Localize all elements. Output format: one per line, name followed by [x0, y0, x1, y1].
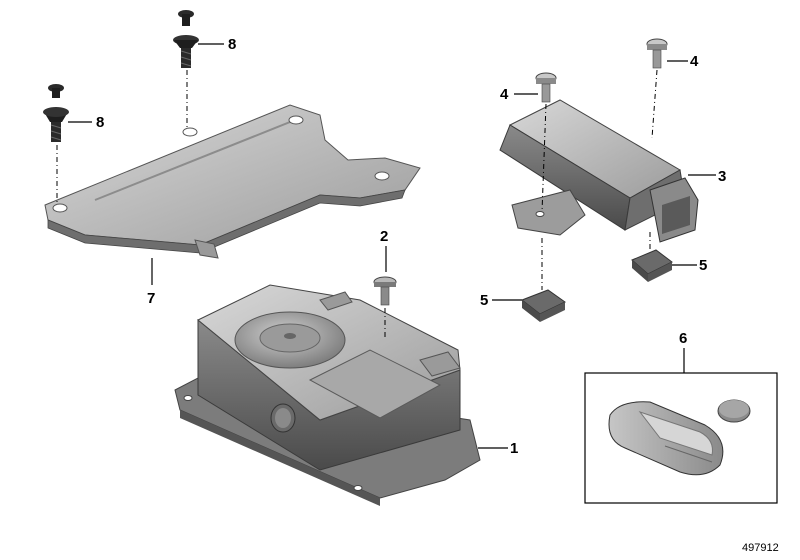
part-label-4-right: 4: [690, 53, 699, 70]
clip-nut-left: [520, 289, 566, 322]
clip-nut-right: [631, 249, 673, 282]
part-label-5-right: 5: [699, 257, 707, 274]
rivet-left: [43, 84, 69, 142]
diagram-reference-number: 497912: [742, 542, 779, 554]
part-label-3: 3: [718, 168, 726, 185]
part-label-1: 1: [510, 440, 518, 457]
part-label-2: 2: [380, 228, 388, 245]
screw-part-4-left: [535, 72, 557, 103]
screw-part-2: [373, 276, 397, 306]
control-unit: [499, 99, 699, 243]
bracket: [44, 104, 421, 259]
part-label-6: 6: [679, 330, 687, 347]
rivet-right: [173, 10, 199, 68]
part-label-8-right: 8: [228, 36, 236, 53]
part-label-7: 7: [147, 290, 155, 307]
part-label-8-left: 8: [96, 114, 104, 131]
assembly-line-screw-4-right: [651, 69, 658, 139]
part-label-5-left: 5: [480, 292, 488, 309]
screw-part-4-right: [646, 38, 668, 69]
key-fob-box: [584, 372, 778, 504]
alarm-siren: [174, 284, 481, 506]
part-label-4-left: 4: [500, 86, 509, 103]
